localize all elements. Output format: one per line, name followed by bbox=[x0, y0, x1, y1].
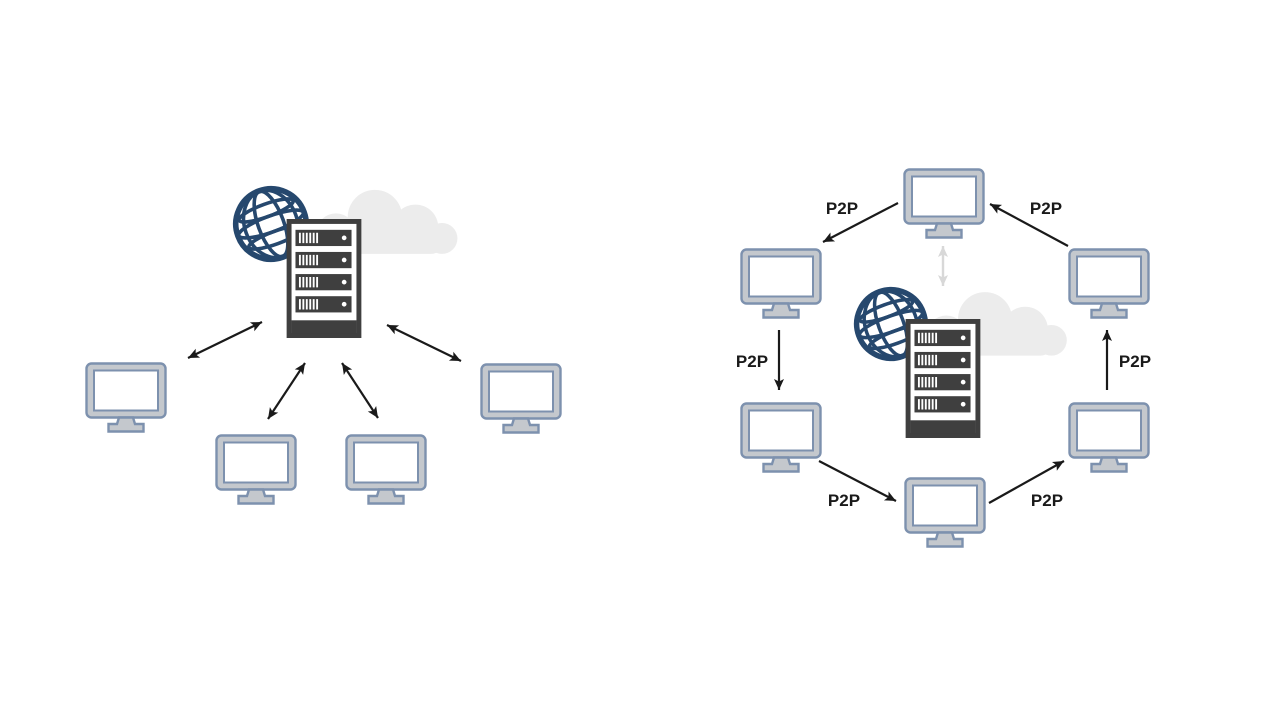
p2p-label-right: P2P bbox=[1119, 352, 1151, 371]
p2p-label-bottom-right: P2P bbox=[1031, 491, 1063, 510]
p2p-label-top-left: P2P bbox=[826, 199, 858, 218]
p2p-label-top-right: P2P bbox=[1030, 199, 1062, 218]
peer-monitor-top-left bbox=[740, 248, 822, 319]
client-monitor-4 bbox=[480, 363, 562, 434]
peer-monitor-top-right bbox=[1068, 248, 1150, 319]
server-client-arrow-3 bbox=[341, 362, 379, 419]
p2p-label-bottom-left: P2P bbox=[828, 491, 860, 510]
p2p-arrow-bottomcenter-to-bottomright bbox=[988, 460, 1065, 504]
server-client-arrow-2 bbox=[267, 362, 306, 420]
server-rack-icon bbox=[289, 221, 359, 335]
client-monitor-3 bbox=[345, 434, 427, 505]
peer-monitor-top bbox=[903, 168, 985, 239]
p2p-arrow-top-to-topleft bbox=[822, 202, 899, 243]
p2p-label-left: P2P bbox=[736, 352, 768, 371]
peer-monitor-bottom-center bbox=[904, 477, 986, 548]
client-monitor-1 bbox=[85, 362, 167, 433]
server-client-arrow-1 bbox=[187, 321, 263, 359]
p2p-arrow-topright-to-top bbox=[989, 203, 1069, 247]
client-monitor-2 bbox=[215, 434, 297, 505]
server-client-arrow-4 bbox=[386, 324, 462, 362]
client-server-diagram bbox=[85, 179, 562, 505]
p2p-arrow-bottomleft-to-bottomcenter bbox=[818, 460, 897, 502]
peer-monitor-bottom-right bbox=[1068, 402, 1150, 473]
peer-monitor-bottom-left bbox=[740, 402, 822, 473]
server-rack-icon bbox=[908, 321, 978, 435]
p2p-diagram: P2P P2P P2P P2P P2P P2P bbox=[736, 168, 1151, 548]
